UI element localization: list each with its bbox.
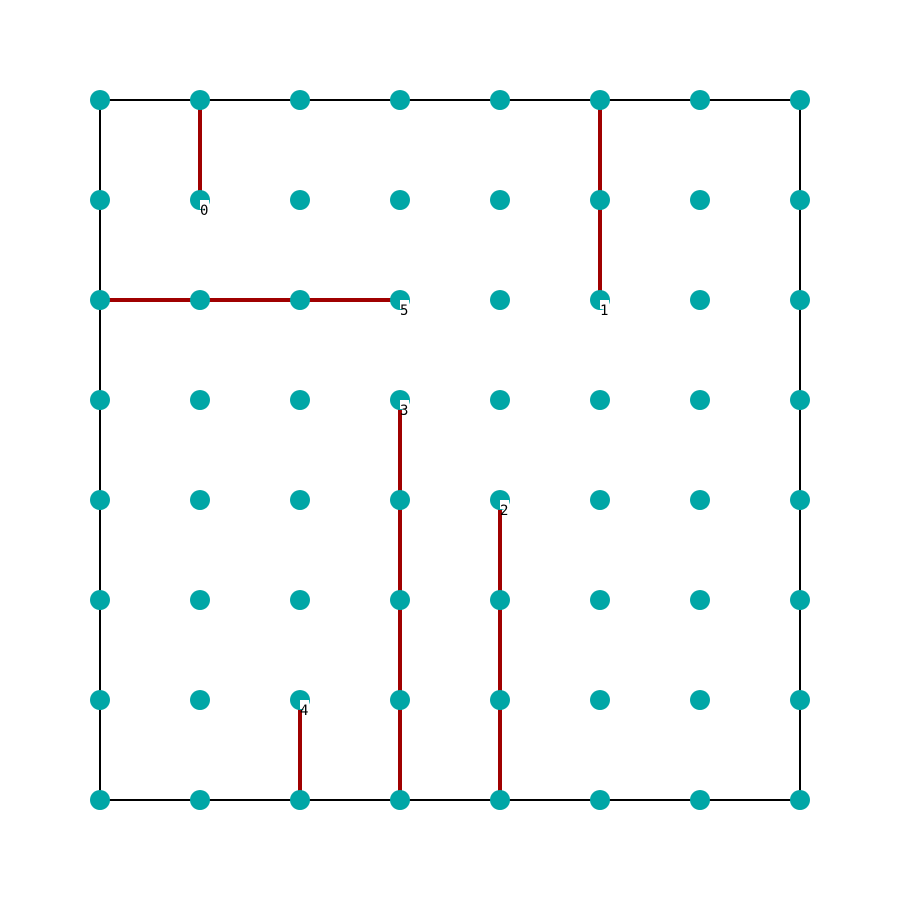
grid-dot xyxy=(590,190,610,210)
grid-dot xyxy=(190,490,210,510)
grid-dot xyxy=(90,190,110,210)
grid-dot xyxy=(490,90,510,110)
grid-dot xyxy=(390,790,410,810)
grid-dot xyxy=(290,790,310,810)
grid-dot xyxy=(590,390,610,410)
grid-dot xyxy=(290,90,310,110)
wall-label: 2 xyxy=(500,503,508,519)
grid-dot xyxy=(590,590,610,610)
grid-dot xyxy=(490,790,510,810)
grid-dot xyxy=(590,90,610,110)
grid-dot xyxy=(390,90,410,110)
grid-dot xyxy=(290,190,310,210)
wall-label-background xyxy=(600,300,609,309)
grid-dot xyxy=(290,590,310,610)
grid-dot xyxy=(90,290,110,310)
grid-dot xyxy=(490,190,510,210)
wall-label-background xyxy=(400,300,409,309)
grid-dot xyxy=(790,490,810,510)
grid-dot xyxy=(690,690,710,710)
wall-label: 1 xyxy=(600,303,608,319)
grid-dot xyxy=(290,290,310,310)
grid-dot xyxy=(90,790,110,810)
grid-dot xyxy=(690,190,710,210)
grid-dot xyxy=(190,590,210,610)
wall-label-background xyxy=(300,700,309,709)
grid-dot xyxy=(390,490,410,510)
grid-dot xyxy=(90,90,110,110)
grid-dot xyxy=(690,590,710,610)
grid-dot xyxy=(90,690,110,710)
grid-dot xyxy=(790,390,810,410)
grid-dot xyxy=(790,690,810,710)
grid-dot xyxy=(790,290,810,310)
wall-label-background xyxy=(500,500,509,509)
labels-layer: 0 1 2 3 4 5 xyxy=(200,200,609,719)
grid-dot xyxy=(190,90,210,110)
grid-dot xyxy=(790,90,810,110)
grid-dot xyxy=(390,590,410,610)
grid-dot xyxy=(490,290,510,310)
wall-label: 4 xyxy=(300,703,308,719)
grid-dot xyxy=(590,790,610,810)
grid-dot xyxy=(690,390,710,410)
grid-dot xyxy=(390,690,410,710)
grid-dot xyxy=(290,390,310,410)
grid-dot xyxy=(90,390,110,410)
grid-dot xyxy=(790,590,810,610)
grid-dot xyxy=(790,190,810,210)
wall-label-background xyxy=(400,400,409,409)
grid-dot xyxy=(90,490,110,510)
grid-dot xyxy=(190,690,210,710)
grid-dot xyxy=(790,790,810,810)
dots-layer xyxy=(90,90,810,810)
wall-label: 0 xyxy=(200,203,208,219)
wall-label-background xyxy=(200,200,209,209)
grid-dot xyxy=(190,290,210,310)
grid-dot xyxy=(290,490,310,510)
board-border xyxy=(99,99,801,801)
grid-dot xyxy=(490,590,510,610)
grid-dot xyxy=(390,190,410,210)
grid-dot xyxy=(690,90,710,110)
grid-dot xyxy=(190,790,210,810)
grid-dot xyxy=(690,290,710,310)
grid-dot xyxy=(490,390,510,410)
grid-dot xyxy=(90,590,110,610)
walls-layer xyxy=(100,100,602,800)
wall-label: 5 xyxy=(400,303,408,319)
grid-dot xyxy=(590,690,610,710)
grid-dot xyxy=(690,790,710,810)
grid-dot xyxy=(490,690,510,710)
grid-dot xyxy=(590,490,610,510)
grid-dot xyxy=(690,490,710,510)
grid-dot xyxy=(190,390,210,410)
wall-label: 3 xyxy=(400,403,408,419)
